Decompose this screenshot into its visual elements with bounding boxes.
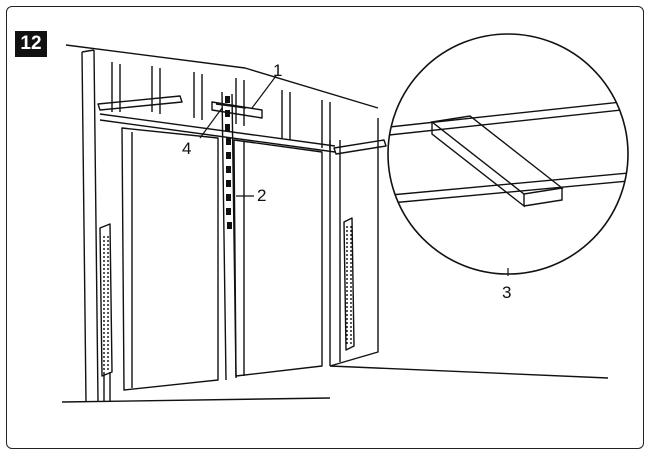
- ceiling-stud-1: [111, 62, 121, 112]
- support-bracket-right: [333, 139, 387, 155]
- left-spring-coil: [103, 236, 109, 370]
- center-post: [221, 91, 237, 381]
- door-panel-right: [233, 139, 323, 377]
- magnified-detail: [387, 33, 629, 275]
- ceiling-stud-2: [151, 66, 161, 114]
- floor-line-left: [61, 397, 331, 403]
- callout-2: 2: [257, 186, 266, 205]
- right-frame-post: [329, 140, 341, 366]
- support-bracket-left: [97, 95, 183, 111]
- door-panel-left: [121, 127, 219, 391]
- room-corner: [329, 118, 379, 367]
- leader-line-4: [199, 107, 223, 139]
- figure-number-badge: 12: [15, 31, 47, 57]
- right-spring-housing: [343, 217, 355, 351]
- left-spring-housing: [99, 223, 113, 377]
- detail-rail-bottom: [388, 171, 628, 205]
- top-frame: [65, 44, 379, 109]
- detail-rail-top: [388, 99, 628, 137]
- cable-segment: [225, 96, 230, 103]
- ceiling-stud-6: [321, 100, 331, 150]
- floor-line-right: [329, 365, 609, 379]
- callout-1: 1: [273, 61, 282, 80]
- right-spring-coil: [346, 226, 352, 344]
- ceiling-stud-4: [235, 78, 245, 126]
- callout-4: 4: [182, 139, 191, 158]
- leader-line-1: [251, 75, 277, 109]
- callout-3: 3: [502, 283, 511, 302]
- ceiling-stud-5: [281, 90, 291, 140]
- left-frame-post: [81, 49, 99, 403]
- ceiling-stud-3: [193, 72, 203, 120]
- header-beam: [99, 113, 336, 153]
- figure-frame: [6, 6, 644, 449]
